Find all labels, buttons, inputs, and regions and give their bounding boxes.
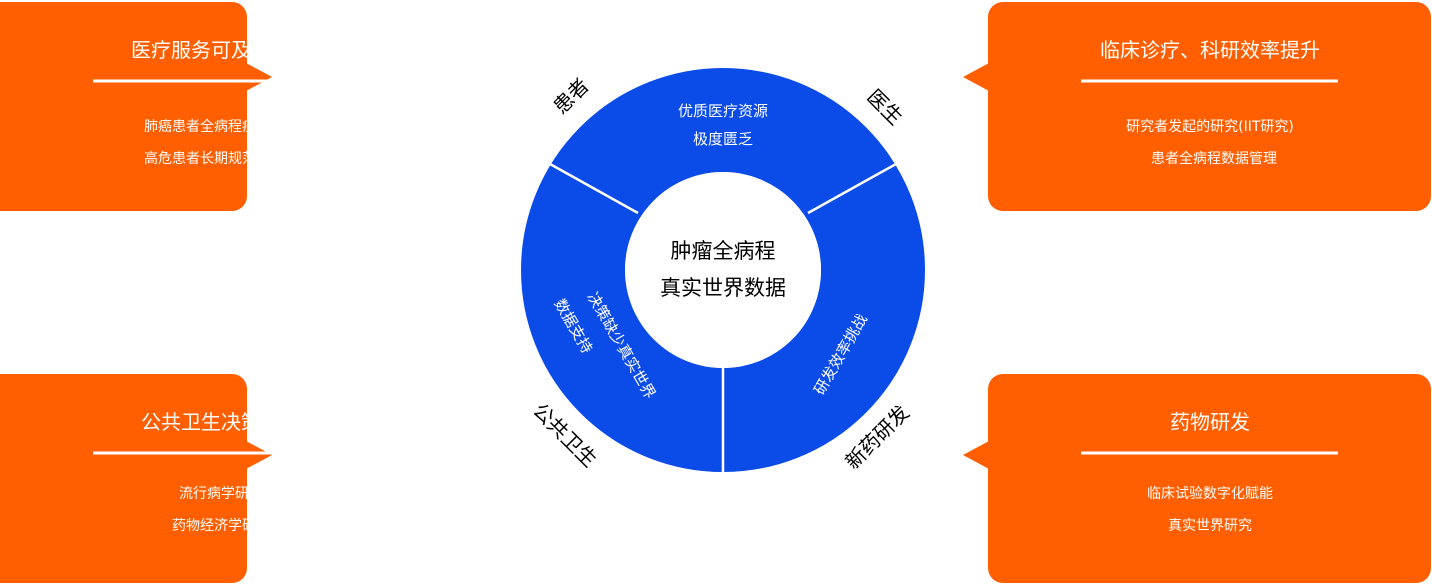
card-bottom-left-item: 流行病学研究 — [179, 486, 263, 502]
card-bottom-right-bg — [988, 374, 1431, 583]
card-top-left-bg — [0, 2, 247, 211]
pointer-top-right — [963, 63, 989, 91]
card-bottom-left-bg — [0, 374, 247, 583]
card-bottom-right-title: 药物研发 — [1170, 410, 1250, 434]
card-top-right-item: 研究者发起的研究(IIT研究) — [1126, 119, 1294, 135]
ring-divider — [807, 162, 897, 215]
stakeholder-doctor: 医生 — [862, 84, 907, 129]
card-bottom-right-item: 临床试验数字化赋能 — [1147, 486, 1273, 502]
ring-divider — [549, 162, 639, 215]
center-title-line1: 肿瘤全病程 — [671, 239, 776, 263]
card-top-left-title: 医疗服务可及性赋能 — [131, 38, 311, 62]
stakeholder-patient: 患者 — [548, 73, 593, 118]
card-bottom-left-title: 公共卫生决策依据 — [141, 410, 301, 434]
card-top-left-item: 肺癌患者全病程疾病管理 — [144, 118, 298, 135]
segment-text: 优质医疗资源 — [678, 102, 768, 120]
pointer-bottom-right — [963, 441, 989, 469]
card-top-left-item: 高危患者长期规范化随访 — [144, 150, 298, 167]
pointer-top-left — [246, 63, 272, 91]
center-title-line2: 真实世界数据 — [660, 276, 786, 300]
pointer-bottom-left — [246, 441, 272, 469]
card-top-right-title: 临床诊疗、科研效率提升 — [1100, 38, 1320, 62]
card-top-right-bg — [988, 2, 1431, 211]
card-bottom-right-item: 真实世界研究 — [1168, 518, 1252, 534]
card-top-right-item: 患者全病程数据管理 — [1151, 150, 1277, 167]
card-bottom-left-item: 药物经济学研究 — [172, 518, 270, 534]
segment-text: 极度匮乏 — [693, 130, 753, 148]
center-circle — [625, 172, 821, 368]
